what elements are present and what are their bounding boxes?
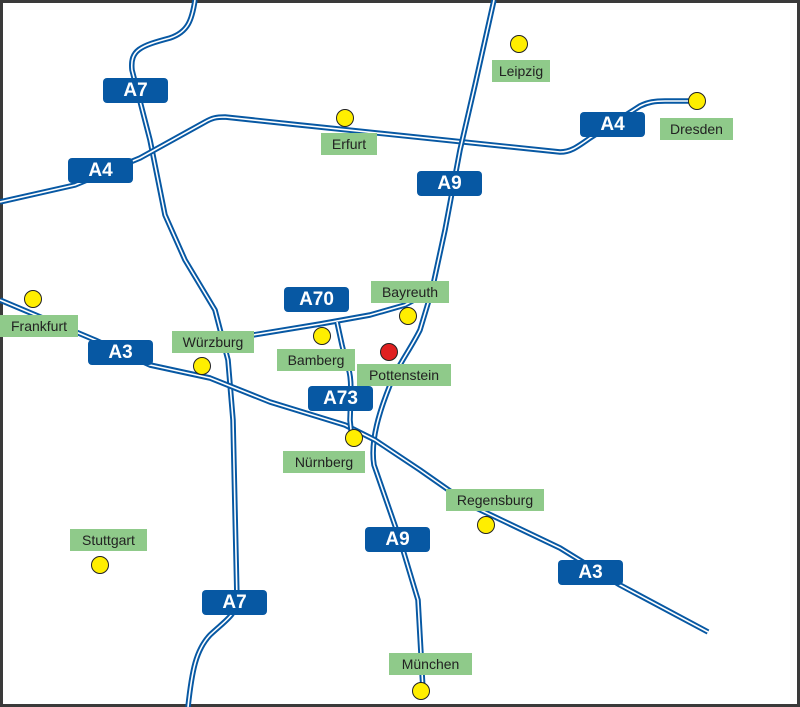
city-label-stuttgart: Stuttgart bbox=[70, 529, 147, 551]
city-marker-bamberg[interactable] bbox=[313, 327, 331, 345]
shield-a7-north: A7 bbox=[103, 78, 168, 103]
city-marker-frankfurt[interactable] bbox=[24, 290, 42, 308]
city-label-bayreuth: Bayreuth bbox=[371, 281, 449, 303]
city-label-erfurt: Erfurt bbox=[321, 133, 377, 155]
city-marker-bayreuth[interactable] bbox=[399, 307, 417, 325]
city-label-nuernberg: Nürnberg bbox=[283, 451, 365, 473]
road-a7 bbox=[129, 0, 240, 707]
city-label-wuerzburg: Würzburg bbox=[172, 331, 254, 353]
city-label-regensburg: Regensburg bbox=[446, 489, 544, 511]
city-marker-nuernberg[interactable] bbox=[345, 429, 363, 447]
city-marker-wuerzburg[interactable] bbox=[193, 357, 211, 375]
city-label-bamberg: Bamberg bbox=[277, 349, 355, 371]
city-label-muenchen: München bbox=[389, 653, 472, 675]
city-label-frankfurt: Frankfurt bbox=[0, 315, 78, 337]
shield-a3-west: A3 bbox=[88, 340, 153, 365]
shield-a70: A70 bbox=[284, 287, 349, 312]
city-marker-pottenstein[interactable] bbox=[380, 343, 398, 361]
city-marker-erfurt[interactable] bbox=[336, 109, 354, 127]
city-label-leipzig: Leipzig bbox=[492, 60, 550, 82]
city-marker-regensburg[interactable] bbox=[477, 516, 495, 534]
shield-a4-east: A4 bbox=[580, 112, 645, 137]
city-marker-leipzig[interactable] bbox=[510, 35, 528, 53]
city-marker-stuttgart[interactable] bbox=[91, 556, 109, 574]
city-marker-dresden[interactable] bbox=[688, 92, 706, 110]
road-a4 bbox=[0, 98, 697, 205]
shield-a9-north: A9 bbox=[417, 171, 482, 196]
shield-a9-south: A9 bbox=[365, 527, 430, 552]
shield-a73: A73 bbox=[308, 386, 373, 411]
shield-a4-west: A4 bbox=[68, 158, 133, 183]
city-marker-muenchen[interactable] bbox=[412, 682, 430, 700]
shield-a7-south: A7 bbox=[202, 590, 267, 615]
city-label-pottenstein: Pottenstein bbox=[357, 364, 451, 386]
city-label-dresden: Dresden bbox=[660, 118, 733, 140]
shield-a3-east: A3 bbox=[558, 560, 623, 585]
